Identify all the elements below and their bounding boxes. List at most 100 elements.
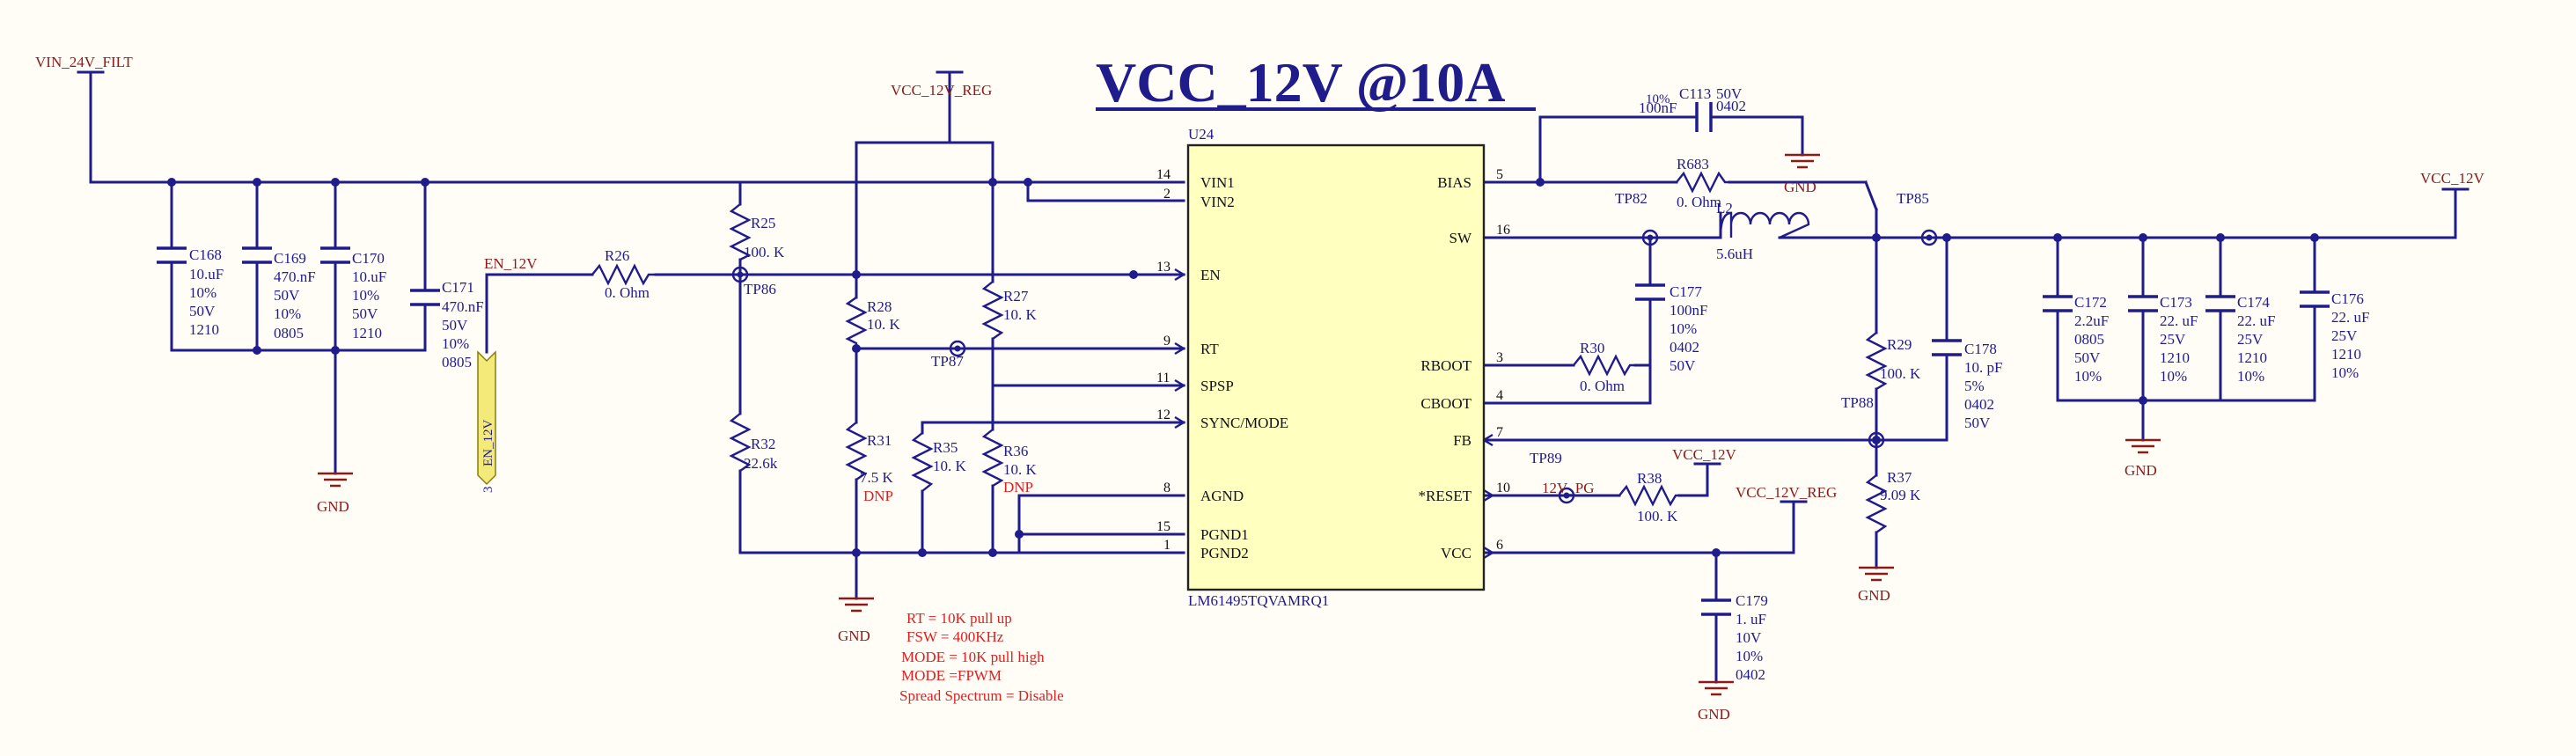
svg-text:C177: C177 bbox=[1670, 283, 1702, 300]
label-r683: R683 0. Ohm bbox=[1677, 156, 1721, 210]
svg-text:R29: R29 bbox=[1887, 336, 1912, 353]
label-r26: R26 0. Ohm bbox=[605, 247, 650, 301]
label-c176: C176 22. uF 25V 1210 10% bbox=[2331, 290, 2369, 381]
svg-text:50V: 50V bbox=[274, 287, 300, 304]
svg-text:C178: C178 bbox=[1964, 341, 1997, 357]
svg-text:R30: R30 bbox=[1580, 340, 1604, 356]
svg-text:TP88: TP88 bbox=[1841, 394, 1874, 411]
gnd-label-2: GND bbox=[838, 628, 870, 644]
label-c179: C179 1. uF 10V 10% 0402 bbox=[1736, 592, 1768, 683]
svg-text:TP89: TP89 bbox=[1530, 450, 1562, 466]
net-vin: VIN_24V_FILT bbox=[35, 54, 133, 70]
svg-text:5.6uH: 5.6uH bbox=[1716, 246, 1753, 262]
svg-text:0805: 0805 bbox=[274, 325, 304, 341]
svg-text:10%: 10% bbox=[2160, 368, 2187, 385]
label-c171: C171 470.nF 50V 10% 0805 bbox=[442, 279, 484, 371]
net-vcc-reg-top: VCC_12V_REG bbox=[891, 82, 992, 99]
svg-text:SPSP: SPSP bbox=[1200, 378, 1234, 394]
ic-u24: U24 LM61495TQVAMRQ1 VIN1 14 VIN2 2 EN 13… bbox=[1156, 126, 1510, 609]
gnd-label-1: GND bbox=[317, 498, 349, 515]
testpoint-tp85: TP85 bbox=[1897, 190, 1938, 246]
label-r35: R35 10. K bbox=[933, 439, 967, 474]
net-vcc-reset: VCC_12V bbox=[1672, 446, 1736, 463]
svg-text:100nF: 100nF bbox=[1639, 99, 1677, 116]
svg-text:RT: RT bbox=[1200, 341, 1219, 357]
svg-text:10%: 10% bbox=[2237, 368, 2264, 385]
svg-text:L2: L2 bbox=[1716, 200, 1733, 217]
svg-text:50V: 50V bbox=[442, 317, 468, 334]
svg-text:10%: 10% bbox=[2331, 364, 2359, 381]
svg-text:0402: 0402 bbox=[1964, 396, 1994, 413]
note-mode-fpwm: MODE =FPWM bbox=[901, 667, 1002, 684]
svg-text:SYNC/MODE: SYNC/MODE bbox=[1200, 415, 1288, 431]
svg-text:BIAS: BIAS bbox=[1437, 174, 1471, 191]
svg-text:10%: 10% bbox=[1646, 92, 1670, 106]
svg-text:R36: R36 bbox=[1003, 443, 1028, 459]
svg-text:PGND2: PGND2 bbox=[1200, 545, 1249, 561]
label-r27: R27 10. K bbox=[1003, 288, 1038, 323]
chip-part: LM61495TQVAMRQ1 bbox=[1188, 592, 1329, 609]
label-c170: C170 10.uF 10% 50V 1210 bbox=[352, 250, 386, 341]
svg-text:1. uF: 1. uF bbox=[1736, 611, 1766, 628]
svg-text:470.nF: 470.nF bbox=[442, 298, 484, 315]
ground-symbols bbox=[318, 153, 2161, 696]
svg-text:470.nF: 470.nF bbox=[274, 268, 316, 285]
svg-text:C176: C176 bbox=[2331, 290, 2364, 307]
svg-text:TP82: TP82 bbox=[1615, 190, 1648, 207]
svg-text:C171: C171 bbox=[442, 279, 474, 296]
svg-text:10%: 10% bbox=[274, 305, 301, 322]
svg-text:1210: 1210 bbox=[2237, 349, 2267, 366]
svg-text:22. uF: 22. uF bbox=[2237, 312, 2275, 329]
svg-text:9.09 K: 9.09 K bbox=[1880, 487, 1921, 503]
resistor-symbols bbox=[591, 171, 1888, 533]
svg-text:TP86: TP86 bbox=[744, 281, 776, 297]
testpoint-tp82: TP82 bbox=[1615, 190, 1659, 246]
svg-text:VIN1: VIN1 bbox=[1200, 174, 1235, 191]
svg-text:DNP: DNP bbox=[1003, 479, 1033, 495]
svg-text:1210: 1210 bbox=[352, 325, 382, 341]
svg-text:12: 12 bbox=[1156, 407, 1171, 422]
svg-text:CBOOT: CBOOT bbox=[1420, 395, 1471, 412]
note-rt: RT = 10K pull up bbox=[906, 610, 1012, 627]
svg-text:10%: 10% bbox=[189, 284, 217, 301]
svg-text:AGND: AGND bbox=[1200, 488, 1244, 504]
svg-text:22. uF: 22. uF bbox=[2331, 309, 2369, 326]
svg-text:FB: FB bbox=[1453, 432, 1471, 449]
label-r25: R25 100. K bbox=[744, 215, 785, 261]
svg-text:5: 5 bbox=[1496, 167, 1503, 182]
svg-text:10. K: 10. K bbox=[867, 316, 901, 333]
component-labels: C168 10.uF 10% 50V 1210 C169 470.nF 50V … bbox=[189, 85, 2369, 683]
svg-text:1210: 1210 bbox=[2160, 349, 2190, 366]
label-r37: R37 9.09 K bbox=[1880, 469, 1921, 503]
svg-text:1: 1 bbox=[1163, 538, 1171, 553]
wires bbox=[77, 70, 2470, 684]
svg-text:50V: 50V bbox=[189, 303, 216, 319]
svg-text:DNP: DNP bbox=[863, 488, 893, 504]
svg-text:10.uF: 10.uF bbox=[189, 266, 224, 283]
svg-text:R31: R31 bbox=[867, 432, 892, 449]
svg-text:PGND1: PGND1 bbox=[1200, 526, 1249, 543]
gnd-label-3: GND bbox=[1784, 179, 1816, 195]
svg-text:14: 14 bbox=[1156, 167, 1171, 182]
label-l2: L2 5.6uH bbox=[1716, 200, 1753, 262]
label-c177: C177 100nF 10% 0402 50V bbox=[1670, 283, 1707, 374]
svg-text:1210: 1210 bbox=[189, 321, 219, 338]
svg-text:C113: C113 bbox=[1679, 85, 1711, 102]
junction-dots bbox=[167, 178, 2319, 557]
svg-text:22. uF: 22. uF bbox=[2160, 312, 2198, 329]
svg-text:10. K: 10. K bbox=[1003, 461, 1038, 478]
test-points: TP86 TP87 TP82 TP85 TP88 TP89 bbox=[731, 190, 1938, 504]
svg-text:10%: 10% bbox=[1670, 320, 1697, 337]
svg-text:100. K: 100. K bbox=[1637, 508, 1678, 525]
label-r32: R32 22.6k bbox=[744, 436, 778, 472]
svg-text:0805: 0805 bbox=[2074, 331, 2104, 348]
svg-text:7.5 K: 7.5 K bbox=[860, 469, 894, 486]
svg-text:10%: 10% bbox=[352, 287, 379, 304]
svg-text:3: 3 bbox=[1496, 350, 1503, 365]
svg-text:0402: 0402 bbox=[1670, 339, 1699, 356]
svg-text:1210: 1210 bbox=[2331, 346, 2361, 363]
svg-text:2: 2 bbox=[1163, 187, 1171, 202]
svg-text:VCC: VCC bbox=[1441, 545, 1471, 561]
svg-text:C169: C169 bbox=[274, 250, 306, 267]
